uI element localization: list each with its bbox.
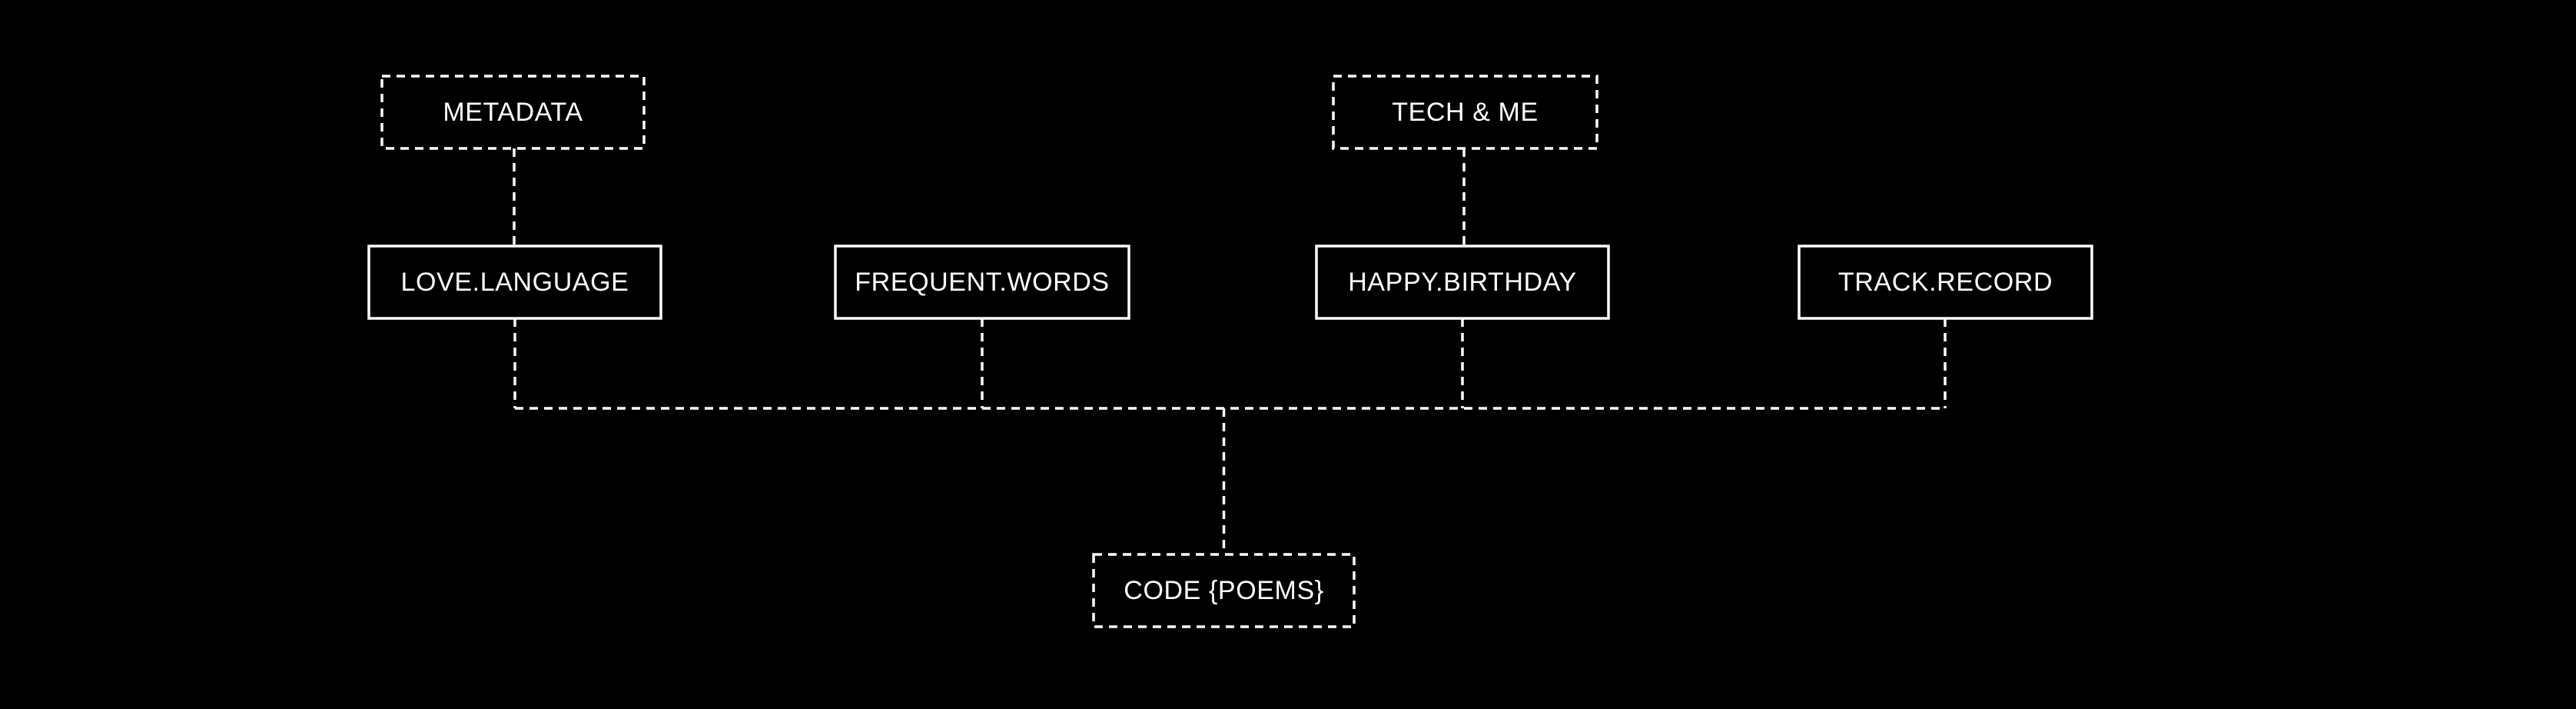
- node-happy-birthday[interactable]: HAPPY.BIRTHDAY: [1316, 246, 1608, 318]
- node-code-poems[interactable]: CODE {POEMS}: [1094, 554, 1354, 627]
- node-happy-birthday-label: HAPPY.BIRTHDAY: [1348, 268, 1577, 297]
- node-tech-and-me[interactable]: TECH & ME: [1333, 76, 1597, 148]
- node-frequent-words-label: FREQUENT.WORDS: [855, 268, 1110, 297]
- node-track-record[interactable]: TRACK.RECORD: [1799, 246, 2092, 318]
- node-code-poems-label: CODE {POEMS}: [1124, 576, 1324, 605]
- node-metadata[interactable]: METADATA: [382, 76, 644, 148]
- node-metadata-label: METADATA: [443, 98, 583, 127]
- node-track-record-label: TRACK.RECORD: [1837, 268, 2053, 297]
- node-love-language-label: LOVE.LANGUAGE: [400, 268, 629, 297]
- node-tech-and-me-label: TECH & ME: [1392, 98, 1539, 127]
- node-love-language[interactable]: LOVE.LANGUAGE: [369, 246, 661, 318]
- node-frequent-words[interactable]: FREQUENT.WORDS: [835, 246, 1129, 318]
